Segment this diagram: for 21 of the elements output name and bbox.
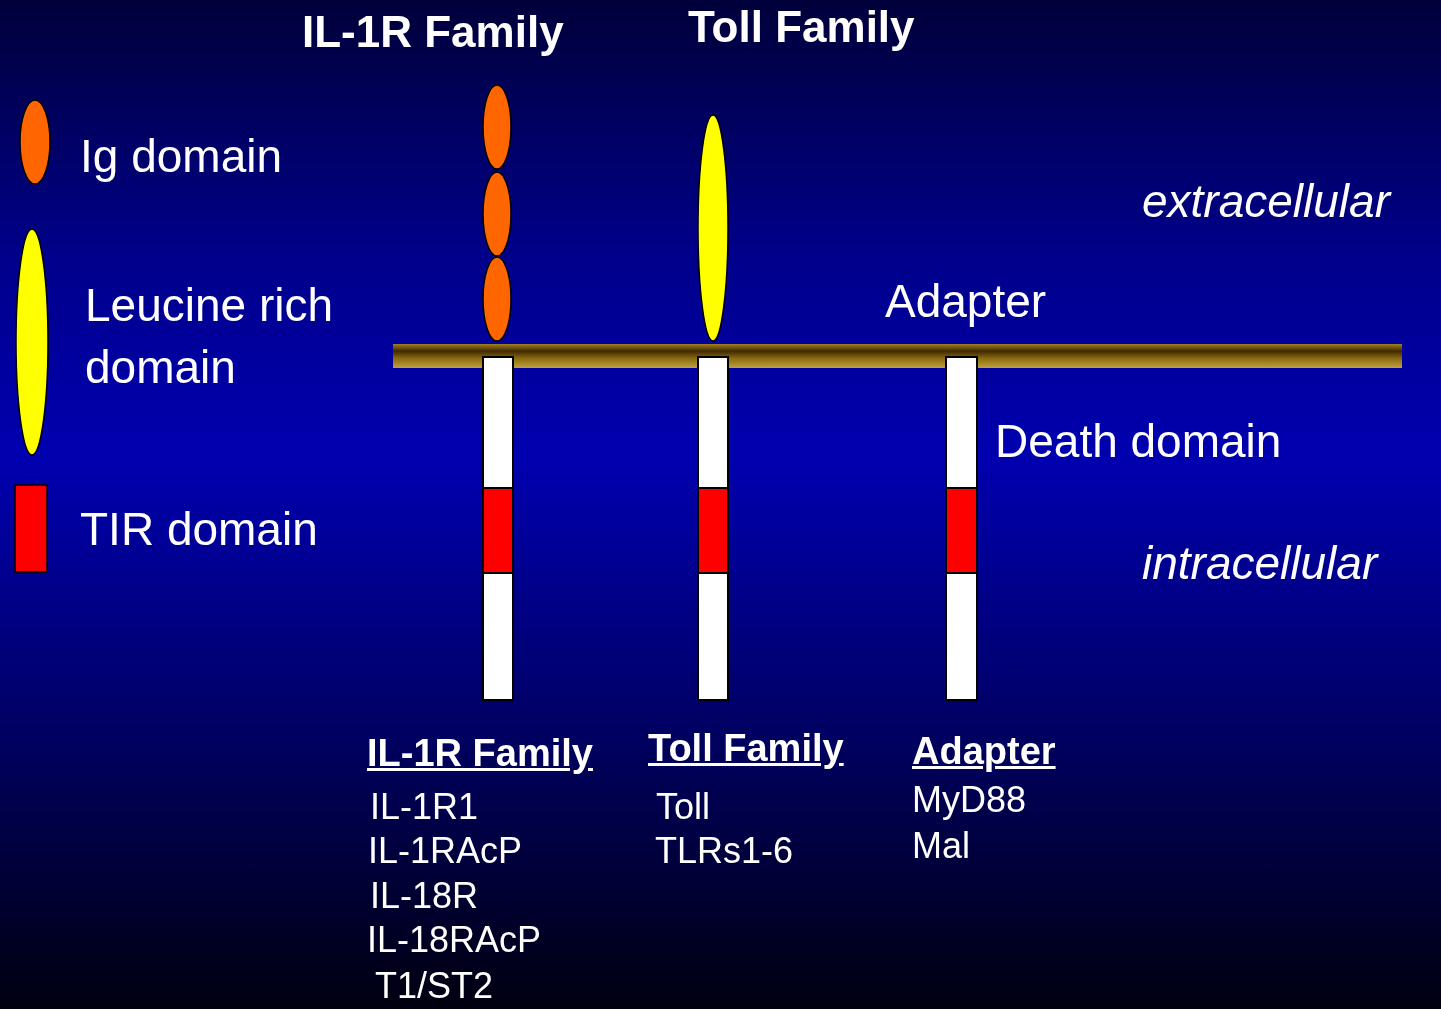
region-label: Adapter [885, 276, 1047, 327]
region-label: extracellular [1142, 176, 1390, 227]
heading: Toll Family [688, 3, 915, 52]
list-item: IL-18RAcP [367, 920, 542, 960]
list-item: IL-18R [370, 876, 479, 916]
list-item: MyD88 [912, 780, 1027, 820]
legend-label: Leucine rich domain [85, 278, 335, 396]
list-item: TLRs1-6 [655, 831, 794, 871]
region-label: intracellular [1142, 538, 1378, 589]
list-item: IL-1R1 [370, 787, 479, 827]
column-heading: IL-1R Family [367, 733, 593, 775]
list-item: Mal [912, 826, 970, 866]
list-item: Toll [656, 787, 711, 827]
list-item: T1/ST2 [375, 966, 494, 1006]
legend-label: TIR domain [80, 502, 319, 557]
heading: IL-1R Family [302, 8, 564, 57]
legend-label: Ig domain [80, 129, 283, 184]
list-item: IL-1RAcP [368, 831, 523, 871]
region-label: Death domain [995, 416, 1282, 467]
column-heading: Toll Family [648, 728, 844, 770]
column-heading: Adapter [912, 731, 1056, 773]
